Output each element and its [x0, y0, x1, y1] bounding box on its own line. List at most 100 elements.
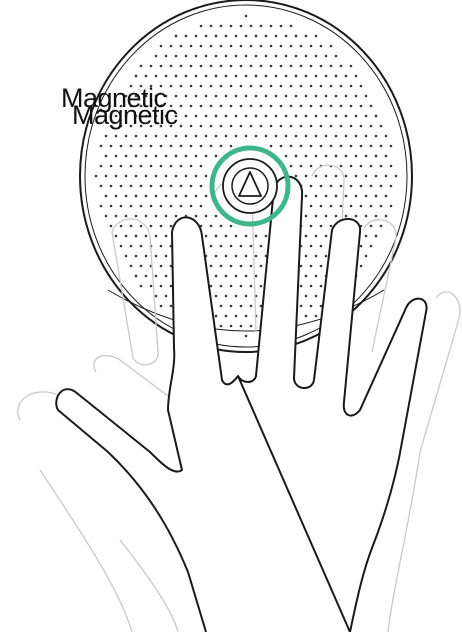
grille-dot [285, 75, 288, 78]
grille-dot [210, 85, 213, 88]
grille-dot [115, 235, 118, 238]
grille-dot [125, 175, 128, 178]
grille-dot [170, 45, 173, 48]
grille-dot [225, 135, 228, 138]
grille-dot [280, 145, 283, 148]
grille-dot [375, 135, 378, 138]
grille-dot [250, 265, 253, 268]
grille-dot [305, 95, 308, 98]
grille-dot [310, 185, 313, 188]
grille-dot [120, 165, 123, 168]
grille-dot [200, 105, 203, 108]
grille-dot [375, 115, 378, 118]
grille-dot [120, 245, 123, 248]
grille-dot [230, 85, 233, 88]
grille-dot [375, 155, 378, 158]
grille-dot [260, 245, 263, 248]
grille-dot [150, 225, 153, 228]
grille-dot [210, 125, 213, 128]
grille-dot [140, 225, 143, 228]
grille-dot [135, 75, 138, 78]
grille-dot [135, 155, 138, 158]
grille-dot [185, 55, 188, 58]
grille-dot [340, 185, 343, 188]
grille-dot [215, 315, 218, 318]
grille-dot [260, 25, 263, 28]
grille-dot [230, 125, 233, 128]
grille-dot [315, 295, 318, 298]
grille-dot [115, 215, 118, 218]
grille-dot [245, 115, 248, 118]
grille-dot [320, 265, 323, 268]
grille-dot [225, 235, 228, 238]
grille-dot [365, 175, 368, 178]
grille-dot [185, 75, 188, 78]
grille-dot [215, 295, 218, 298]
grille-dot [315, 235, 318, 238]
grille-dot [345, 75, 348, 78]
grille-dot [335, 135, 338, 138]
grille-dot [335, 175, 338, 178]
grille-dot [155, 175, 158, 178]
grille-dot [365, 135, 368, 138]
grille-dot [320, 245, 323, 248]
grille-dot [130, 265, 133, 268]
grille-dot [130, 165, 133, 168]
grille-dot [200, 165, 203, 168]
grille-dot [315, 95, 318, 98]
grille-dot [255, 115, 258, 118]
grille-dot [285, 35, 288, 38]
grille-dot [240, 105, 243, 108]
grille-dot [240, 325, 243, 328]
grille-dot [380, 145, 383, 148]
grille-dot [360, 85, 363, 88]
grille-dot [285, 95, 288, 98]
grille-dot [345, 175, 348, 178]
grille-dot [315, 115, 318, 118]
grille-dot [305, 75, 308, 78]
grille-dot [300, 265, 303, 268]
grille-dot [330, 105, 333, 108]
grille-dot [235, 135, 238, 138]
grille-dot [340, 205, 343, 208]
grille-dot [300, 285, 303, 288]
grille-dot [315, 315, 318, 318]
grille-dot [175, 55, 178, 58]
grille-dot [185, 135, 188, 138]
grille-dot [255, 55, 258, 58]
grille-dot [160, 165, 163, 168]
grille-dot [270, 45, 273, 48]
grille-dot [200, 65, 203, 68]
grille-dot [245, 95, 248, 98]
grille-dot [100, 185, 103, 188]
grille-dot [380, 225, 383, 228]
grille-dot [335, 95, 338, 98]
grille-dot [225, 115, 228, 118]
grille-dot [165, 55, 168, 58]
grille-dot [205, 115, 208, 118]
grille-dot [240, 45, 243, 48]
grille-dot [170, 165, 173, 168]
grille-dot [325, 255, 328, 258]
center-button[interactable] [212, 148, 288, 224]
grille-dot [260, 285, 263, 288]
grille-dot [125, 215, 128, 218]
grille-dot [225, 315, 228, 318]
grille-dot [125, 135, 128, 138]
grille-dot [200, 185, 203, 188]
grille-dot [145, 175, 148, 178]
grille-dot [235, 255, 238, 258]
grille-dot [360, 145, 363, 148]
grille-dot [305, 255, 308, 258]
grille-dot [220, 85, 223, 88]
grille-dot [325, 75, 328, 78]
grille-dot [245, 235, 248, 238]
grille-dot [190, 125, 193, 128]
grille-dot [325, 175, 328, 178]
grille-dot [145, 135, 148, 138]
grille-dot [185, 35, 188, 38]
grille-dot [110, 165, 113, 168]
grille-dot [160, 285, 163, 288]
grille-dot [315, 135, 318, 138]
grille-dot [290, 85, 293, 88]
